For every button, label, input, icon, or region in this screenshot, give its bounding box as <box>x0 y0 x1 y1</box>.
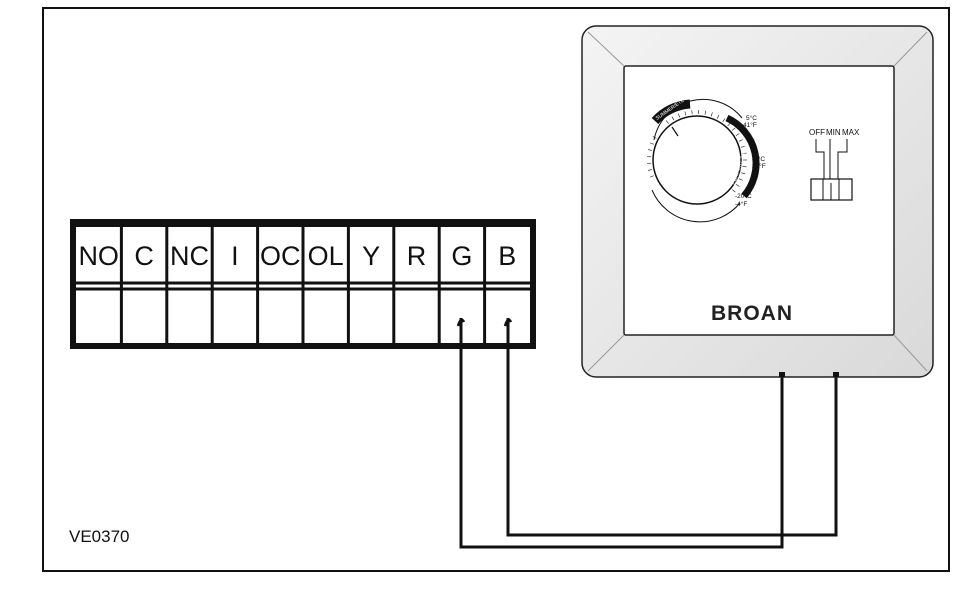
switch-label-min: MIN <box>826 128 841 137</box>
summer-band <box>651 99 691 125</box>
terminal-label-g: G <box>451 241 472 271</box>
dial-tick <box>741 172 746 175</box>
lead-port-right <box>833 372 839 377</box>
dial-tick <box>741 145 746 148</box>
dial-scale-arc <box>653 98 743 141</box>
dial-pointer <box>671 126 679 137</box>
dial-tick <box>722 118 726 123</box>
dial-tick <box>677 113 681 118</box>
terminal-label-oc: OC <box>260 241 301 271</box>
wire-b <box>506 318 838 537</box>
dial-tick <box>732 127 736 131</box>
dial-temp-f-2: 23°F <box>752 162 766 170</box>
wire-set <box>459 318 838 549</box>
dial-tick <box>742 152 747 154</box>
wall-control: SUMMER/ETE COMFORT ZONE 5°C 41°F -5°C 23… <box>581 25 934 378</box>
dial-tick <box>735 133 740 136</box>
dial-tick <box>665 120 669 124</box>
dial-temp-c-3: -20°C <box>735 192 752 200</box>
terminal-label-c: C <box>134 241 154 271</box>
terminal-label-y: Y <box>362 241 380 271</box>
control-faceplate <box>623 65 895 336</box>
switch-label-off: OFF <box>809 128 825 137</box>
speed-switch[interactable]: OFF MIN MAX <box>809 128 860 201</box>
dial-temp-c-2: -5°C <box>752 155 765 163</box>
terminal-label-b: B <box>498 241 516 271</box>
dial-tick <box>649 175 654 178</box>
dial-scale-arc <box>651 189 741 223</box>
humidity-dial[interactable]: SUMMER/ETE COMFORT ZONE 5°C 41°F -5°C 23… <box>647 97 766 223</box>
terminal-label-nc: NC <box>170 241 209 271</box>
dial-tick <box>738 139 743 142</box>
dial-tick <box>648 169 653 171</box>
switch-guide <box>837 139 848 183</box>
lead-port-left <box>779 372 785 377</box>
dial-tick <box>710 112 713 117</box>
dial-tick <box>652 136 657 139</box>
bezel-edge <box>587 31 625 67</box>
dial-tick <box>727 122 731 127</box>
figure-code: VE0370 <box>69 527 130 546</box>
dial-tick <box>732 189 736 193</box>
bezel-edge <box>893 334 928 372</box>
dial-tick <box>684 111 687 116</box>
comfort-zone-band <box>725 114 760 199</box>
dial-tick <box>742 166 747 168</box>
brand-logo: BROAN <box>711 302 793 325</box>
bezel-edge <box>893 31 928 67</box>
dial-temp-f-1: 41°F <box>743 121 757 129</box>
switch-label-max: MAX <box>842 128 860 137</box>
dial-tick <box>671 116 675 121</box>
wire-g-hook <box>456 318 466 327</box>
terminal-label-r: R <box>407 241 427 271</box>
switch-guide <box>815 139 825 183</box>
dial-temp-c-1: 5°C <box>746 114 757 122</box>
dial-temp-f-3: -4°F <box>735 200 747 208</box>
bezel-edge <box>587 334 625 372</box>
dial-tick <box>648 149 653 151</box>
dial-tick <box>649 142 654 145</box>
dial-tick <box>704 110 706 115</box>
wire-g <box>459 318 784 549</box>
dial-tick <box>738 178 743 181</box>
terminal-label-no: NO <box>78 241 119 271</box>
dial-tick <box>735 184 740 187</box>
terminal-label-ol: OL <box>308 241 344 271</box>
terminal-label-i: I <box>231 241 239 271</box>
wire-b-hook <box>503 318 513 327</box>
dial-knob[interactable] <box>652 115 742 205</box>
dial-tick <box>716 114 720 119</box>
